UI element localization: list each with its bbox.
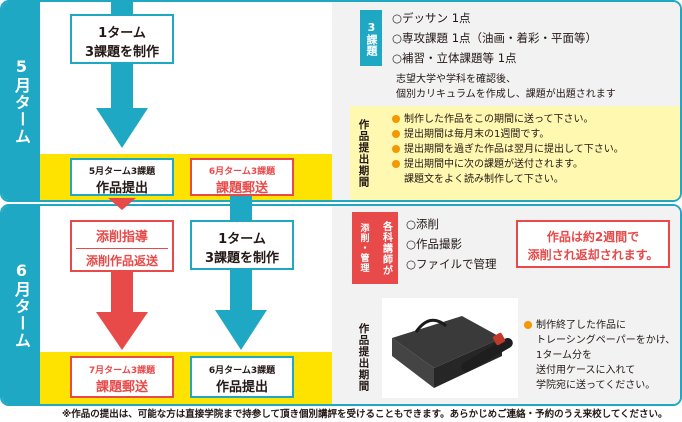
june-assignment-line1: 1ターム bbox=[192, 228, 292, 247]
june-arrow-shaft-lower bbox=[230, 278, 252, 310]
june-submission-notes: 制作終了した作品に トレーシングペーパーをかけ、 1ターム分を 送付用ケースに入… bbox=[524, 318, 675, 393]
june-submit-box: 6月ターム3課題 作品提出 bbox=[190, 356, 294, 398]
july-assignment-mail-box: 7月ターム3課題 課題郵送 bbox=[70, 356, 174, 398]
june-note-1: 制作終了した作品に bbox=[524, 318, 675, 333]
may-assignment-line1: 1ターム bbox=[72, 22, 172, 41]
task-item-2: ○専攻課題 1点（油画・着彩・平面等） bbox=[392, 28, 597, 48]
task-item-1: ○デッサン 1点 bbox=[392, 8, 597, 28]
corrections-line2: 添削作品返送 bbox=[72, 252, 172, 269]
management-item-3: ○ファイルで管理 bbox=[406, 254, 497, 274]
june-assignment-box: 1ターム 3課題を制作 bbox=[190, 220, 294, 270]
may-submit-box: 5月ターム3課題 作品提出 bbox=[70, 158, 174, 196]
may-note-1: 制作した作品をこの期間に送って下さい。 bbox=[392, 112, 624, 127]
task-note-line1: 志望大学や学科を確認後、 bbox=[396, 72, 616, 87]
may-note-5: 課題文をよく読み制作して下さい。 bbox=[392, 172, 624, 187]
management-item-1: ○添削 bbox=[406, 214, 497, 234]
june-submission-period-label: 作品提出期間 bbox=[352, 316, 376, 398]
june-note-4: 送付用ケースに入れて bbox=[524, 363, 675, 378]
may-submission-period-label: 作品提出期間 bbox=[352, 112, 376, 194]
task-item-3: ○補習・立体課題等 1点 bbox=[392, 48, 597, 68]
corrections-arrow-shaft bbox=[111, 272, 133, 312]
corrections-management-label: 添削・管理 bbox=[354, 214, 374, 282]
corrections-box: 添削指導 添削作品返送 bbox=[70, 220, 174, 272]
june-note-3: 1ターム分を bbox=[524, 348, 675, 363]
portfolio-case-image bbox=[382, 298, 518, 398]
task-note-line2: 個別カリキュラムを作成し、課題が出題されます bbox=[396, 87, 616, 102]
notice-line2: 添削され返却されます。 bbox=[518, 246, 668, 264]
corrections-line1: 添削指導 bbox=[72, 226, 172, 245]
instructor-label: 各科講師が bbox=[376, 214, 396, 282]
june-note-5: 学院宛に送ってください。 bbox=[524, 378, 675, 393]
may-arrow-head bbox=[96, 108, 148, 148]
may-submit-line2: 作品提出 bbox=[72, 177, 172, 196]
management-item-2: ○作品撮影 bbox=[406, 234, 497, 254]
june-assignment-line2: 3課題を制作 bbox=[192, 247, 292, 266]
may-note-2: 提出期間は毎月末の1週間です。 bbox=[392, 127, 624, 142]
june-note-2: トレーシングペーパーをかけ、 bbox=[524, 333, 675, 348]
task-note: 志望大学や学科を確認後、 個別カリキュラムを作成し、課題が出題されます bbox=[396, 72, 616, 102]
june-mail-line2: 課題郵送 bbox=[192, 177, 292, 196]
may-submission-notes: 制作した作品をこの期間に送って下さい。 提出期間は毎月末の1週間です。 提出期間… bbox=[392, 112, 624, 187]
management-list: ○添削 ○作品撮影 ○ファイルで管理 bbox=[406, 214, 497, 274]
three-tasks-badge: 3課題 bbox=[360, 10, 382, 66]
may-submit-line1: 5月ターム3課題 bbox=[72, 164, 172, 177]
june-arrow-head bbox=[215, 310, 267, 350]
corrections-arrow-head bbox=[96, 312, 148, 350]
may-submit-pointer bbox=[108, 198, 136, 210]
june-assignment-mail-box: 6月ターム3課題 課題郵送 bbox=[190, 158, 294, 196]
may-assignment-box: 1ターム 3課題を制作 bbox=[70, 14, 174, 64]
june-mail-line1: 6月ターム3課題 bbox=[192, 164, 292, 177]
july-mail-line2: 課題郵送 bbox=[72, 376, 172, 395]
footer-note: ※作品の提出は、可能な方は直接学院まで持参して頂き個別講評を受けることもできます… bbox=[62, 406, 668, 420]
return-period-notice: 作品は約2週間で 添削され返却されます。 bbox=[516, 220, 670, 268]
july-mail-line1: 7月ターム3課題 bbox=[72, 363, 172, 376]
june-submit-line2: 作品提出 bbox=[192, 376, 292, 395]
may-note-4: 提出期間中に次の課題が送付されます。 bbox=[392, 157, 624, 172]
notice-line1: 作品は約2週間で bbox=[518, 228, 668, 246]
may-assignment-line2: 3課題を制作 bbox=[72, 41, 172, 60]
june-submit-line1: 6月ターム3課題 bbox=[192, 363, 292, 376]
task-list: ○デッサン 1点 ○専攻課題 1点（油画・着彩・平面等） ○補習・立体課題等 1… bbox=[392, 8, 597, 68]
may-note-3: 提出期間を過ぎた作品は翌月に提出して下さい。 bbox=[392, 142, 624, 157]
